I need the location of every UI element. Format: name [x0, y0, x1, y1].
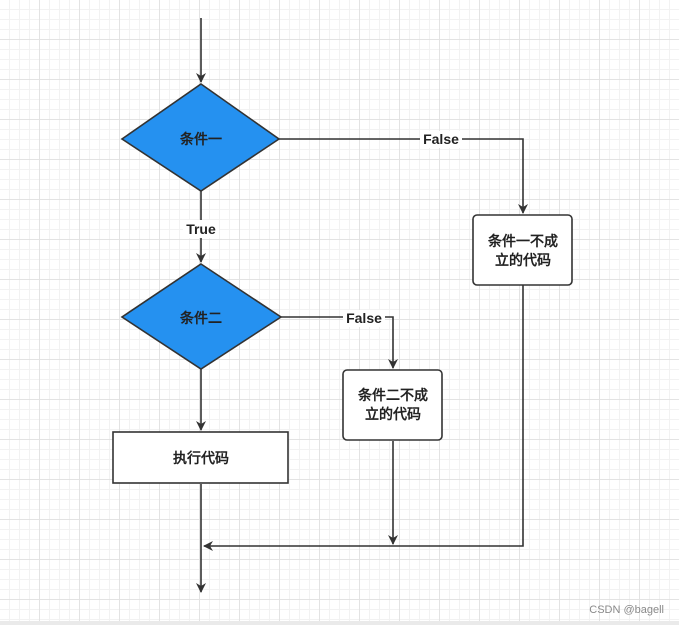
false-arrow-one — [279, 138, 528, 214]
process-execute[interactable] — [112, 431, 289, 484]
condition-one-label: 条件一 — [179, 131, 222, 148]
not-met-one-line2: 立的代码 — [495, 252, 551, 269]
not-met-two-line2: 立的代码 — [365, 406, 421, 423]
true-label: True — [186, 221, 216, 237]
execute-label: 执行代码 — [173, 450, 229, 467]
false-arrow-two — [281, 316, 398, 369]
false-label-one: False — [423, 131, 459, 147]
false-label-two: False — [346, 310, 382, 326]
watermark: CSDN @bagell — [589, 604, 664, 616]
process-condition-two-not-met[interactable] — [342, 369, 443, 441]
condition-two-label: 条件二 — [179, 310, 222, 327]
process-condition-one-not-met[interactable] — [472, 214, 573, 286]
bottom-strip — [0, 621, 679, 625]
not-met-two-line1: 条件二不成 — [357, 387, 428, 404]
not-met-one-line1: 条件一不成 — [487, 233, 558, 250]
decision-condition-one[interactable] — [120, 83, 281, 192]
merge-arrow — [203, 285, 524, 551]
decision-condition-two[interactable] — [120, 263, 283, 370]
